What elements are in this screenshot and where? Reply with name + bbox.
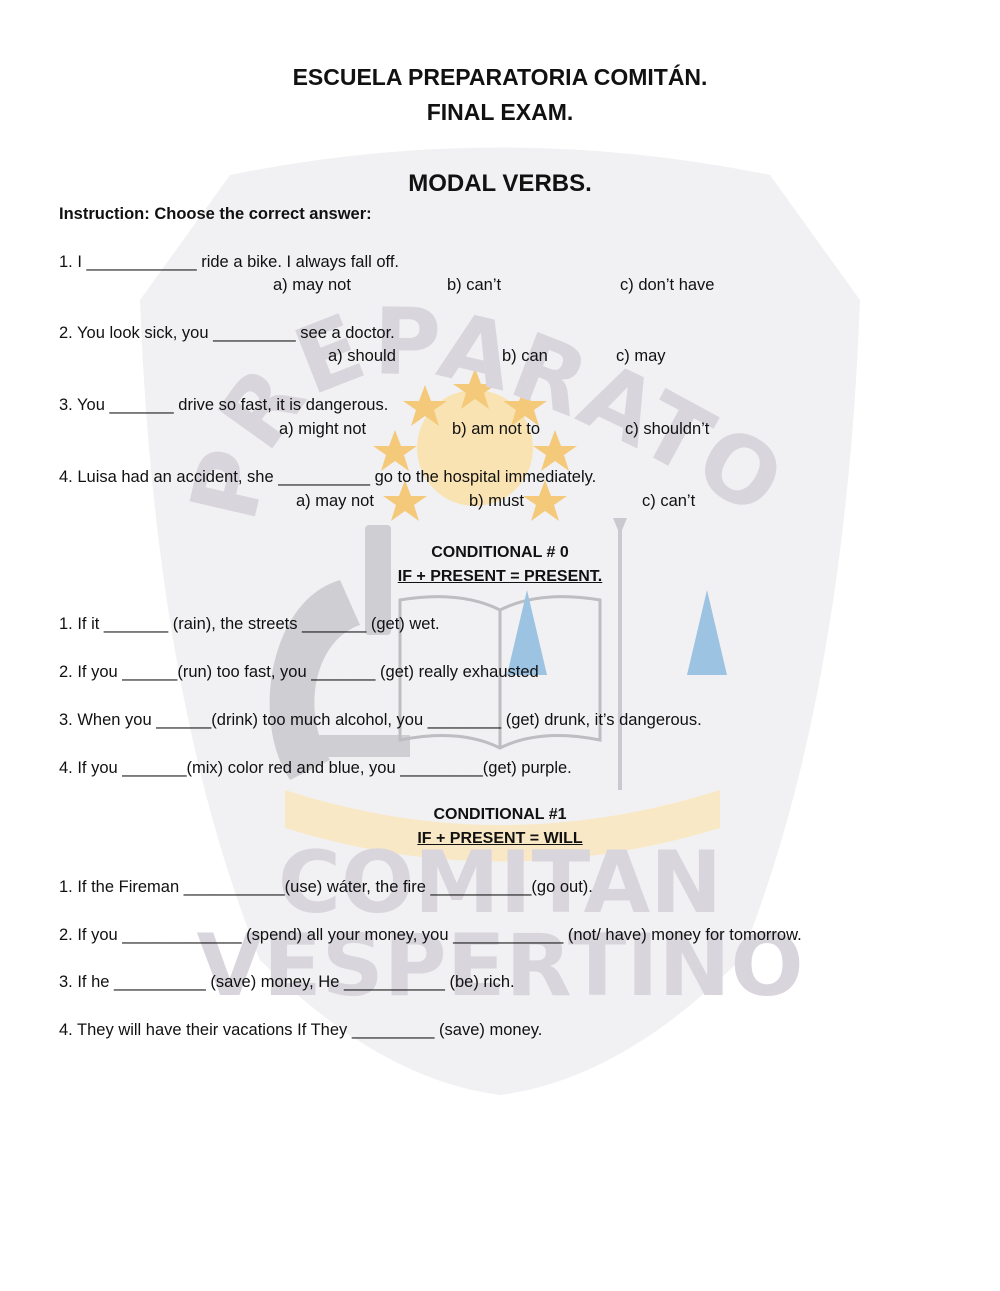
modal-q2-option-a[interactable]: a) should (328, 347, 396, 365)
cond1-item-1: 1. If the Fireman ___________(use) wáter… (59, 878, 593, 896)
modal-q4-option-b[interactable]: b) must (469, 492, 525, 510)
modal-q4-option-a[interactable]: a) may not (296, 492, 374, 510)
modal-q3-option-c[interactable]: c) shouldn’t (625, 420, 710, 438)
modal-q1-option-a[interactable]: a) may not (273, 276, 351, 294)
watermark-line1: COMITAN (278, 833, 722, 933)
conditional-0-formula: IF + PRESENT = PRESENT. (397, 568, 603, 585)
modal-question-2: 2. You look sick, you _________ see a do… (59, 324, 395, 342)
watermark-line2: VESPERTINO (196, 916, 803, 1016)
conditional-0-title: CONDITIONAL # 0 (431, 544, 569, 561)
modal-q2-option-c[interactable]: c) may (616, 347, 666, 365)
modal-q1-option-b[interactable]: b) can’t (447, 276, 502, 294)
sun-emblem (373, 368, 577, 521)
modal-q1-option-c[interactable]: c) don’t have (620, 276, 715, 294)
cond0-item-1: 1. If it _______ (rain), the streets ___… (59, 615, 440, 633)
modal-verbs-title: MODAL VERBS. (408, 170, 592, 197)
cond0-item-2: 2. If you ______(run) too fast, you ____… (59, 663, 539, 681)
cond1-item-2: 2. If you _____________ (spend) all your… (59, 926, 802, 944)
modal-q3-option-b[interactable]: b) am not to (452, 420, 541, 438)
book-emblem (398, 595, 602, 750)
modal-q2-option-b[interactable]: b) can (502, 347, 548, 365)
cond0-item-4: 4. If you _______(mix) color red and blu… (59, 759, 572, 777)
exam-title: FINAL EXAM. (426, 99, 574, 125)
modal-q3-option-a[interactable]: a) might not (279, 420, 367, 438)
instruction-text: Instruction: Choose the correct answer: (59, 205, 372, 223)
cond0-item-3: 3. When you ______(drink) too much alcoh… (59, 711, 702, 729)
modal-q4-option-c[interactable]: c) can’t (642, 492, 696, 510)
scale-emblem (507, 518, 727, 790)
ribbon-emblem (285, 790, 720, 862)
modal-question-1: 1. I ____________ ride a bike. I always … (59, 253, 400, 271)
microscope-emblem (269, 525, 410, 780)
modal-question-4: 4. Luisa had an accident, she __________… (59, 468, 597, 486)
modal-question-3: 3. You _______ drive so fast, it is dang… (59, 396, 389, 414)
cond1-item-4: 4. They will have their vacations If The… (59, 1021, 543, 1039)
conditional-1-title: CONDITIONAL #1 (433, 806, 567, 823)
school-title: ESCUELA PREPARATORIA COMITÁN. (292, 64, 708, 90)
cond1-item-3: 3. If he __________ (save) money, He ___… (59, 973, 515, 991)
conditional-1-formula: IF + PRESENT = WILL (417, 830, 583, 847)
